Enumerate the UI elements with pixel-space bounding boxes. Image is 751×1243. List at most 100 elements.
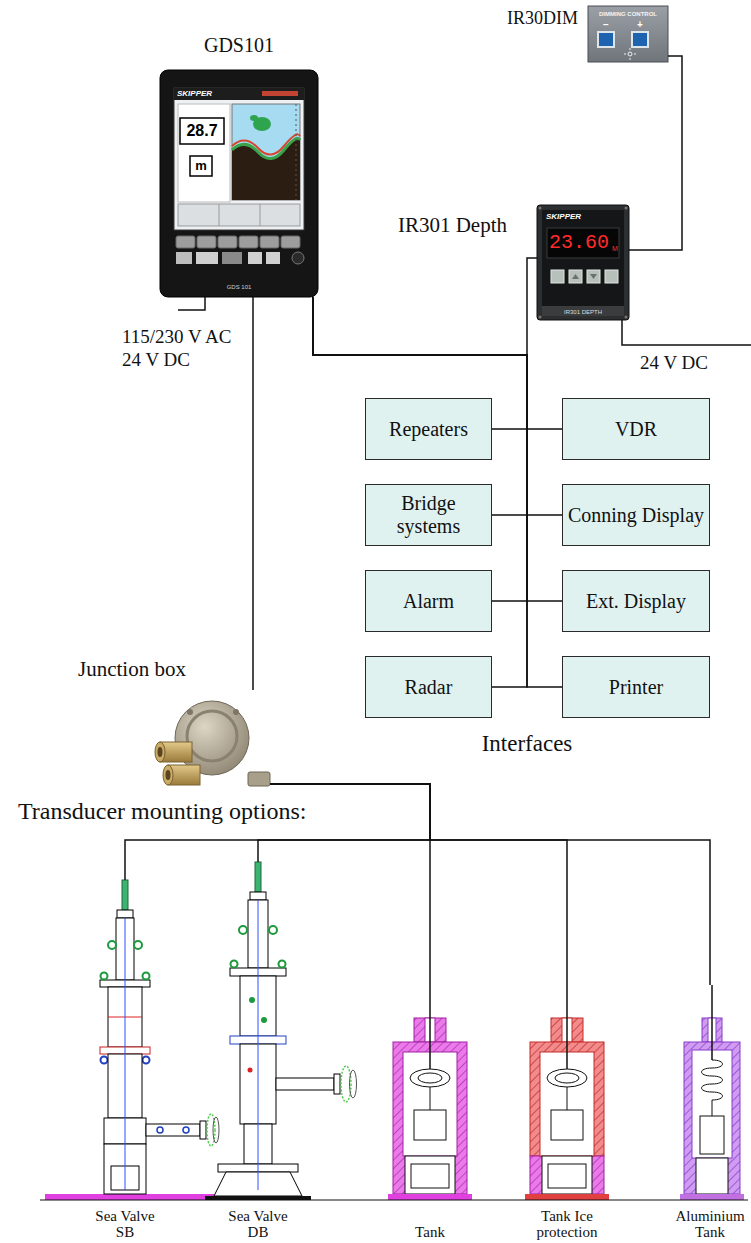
- aluminium-tank-mount-art: [700, 1116, 724, 1154]
- interface-box: VDR: [562, 398, 710, 460]
- brand-logo: SKIPPER: [546, 212, 581, 222]
- junction-box-art: [166, 770, 171, 780]
- device-label: IR30DIM: [507, 8, 578, 29]
- echo-sounder-art: [281, 236, 300, 248]
- power-wire: [178, 297, 751, 345]
- section-heading: Interfaces: [427, 731, 627, 757]
- interface-box: Radar: [365, 656, 492, 718]
- depth-repeater-art: [537, 205, 629, 320]
- device-label: IR301 Depth: [398, 213, 507, 237]
- depth-repeater-art: [547, 228, 619, 258]
- button-symbol: +: [632, 19, 648, 30]
- junction-box-art: [163, 765, 173, 785]
- echo-sounder-art: [232, 138, 300, 200]
- interface-box: Printer: [562, 656, 710, 718]
- mount-label: Aluminium Tank: [672, 1208, 748, 1240]
- model-plate: GDS 101: [160, 283, 318, 291]
- junction-box-art: [233, 709, 239, 715]
- sea-valve-sb-art: [183, 1127, 189, 1133]
- mount-label: Tank: [385, 1224, 475, 1240]
- sea-valve-db-art: [279, 961, 286, 968]
- sea-valve-db-art: [350, 1070, 357, 1098]
- power-label: 24 V DC: [640, 352, 708, 374]
- depth-readout: 23.60: [549, 231, 609, 255]
- depth-repeater-art: [569, 270, 582, 283]
- connector-line: [313, 297, 562, 515]
- echo-sounder-art: [160, 70, 318, 297]
- echo-sounder-art: [174, 88, 304, 230]
- dimmer-panel-art: [598, 32, 614, 47]
- power-label: 115/230 V AC: [122, 326, 231, 348]
- interface-name: Repeaters: [389, 418, 468, 441]
- echo-sounder-art: [196, 252, 218, 264]
- interface-name: Bridge systems: [376, 492, 481, 538]
- aluminium-tank-mount-art: [692, 1050, 732, 1158]
- sea-valve-sb-art: [117, 910, 133, 918]
- echo-sounder-art: [178, 204, 300, 226]
- depth-repeater-art: [625, 316, 628, 319]
- dimmer-panel-art: [624, 48, 636, 60]
- echo-sounder-art: [239, 236, 258, 248]
- interface-name: Radar: [405, 676, 453, 699]
- tank-mount-art: [429, 985, 431, 1069]
- transducer-mount: Sea Valve SB: [40, 880, 220, 1240]
- aluminium-tank-mount-art: [696, 1158, 728, 1194]
- depth-repeater-art: [539, 316, 542, 319]
- sea-valve-sb-art: [122, 880, 128, 910]
- depth-repeater-art: [551, 270, 564, 283]
- sea-valve-sb-art: [157, 1127, 163, 1133]
- sea-valve-db-art: [276, 1078, 334, 1090]
- echo-sounder-art: [160, 70, 318, 297]
- junction-box-art: [155, 701, 270, 786]
- junction-box-art: [155, 742, 165, 762]
- interface-box: Ext. Display: [562, 570, 710, 632]
- depth-repeater-art: [539, 207, 542, 210]
- sea-valve-db-art: [239, 926, 247, 934]
- ice-tank-mount-art: [548, 1164, 586, 1188]
- sea-valve-sb-art: [143, 973, 150, 980]
- interface-box: Bridge systems: [365, 484, 492, 546]
- sea-valve-sb-art: [125, 918, 126, 1190]
- tank-mount-art: [405, 1156, 455, 1194]
- sea-valve-db-art: [249, 997, 255, 1003]
- aluminium-tank-mount-art: [712, 1100, 713, 1116]
- ice-tank-mount-art: [530, 1156, 604, 1194]
- interface-name: VDR: [615, 418, 657, 441]
- echo-sounder-art: [232, 104, 300, 200]
- echo-sounder-display: GDS101SKIPPER28.7mGDS 101: [160, 70, 318, 297]
- echo-sounder-art: [190, 156, 212, 176]
- depth-repeater-art: [572, 274, 579, 279]
- sea-valve-db-art: [248, 1068, 253, 1073]
- junction-box-art: [158, 747, 163, 757]
- dimmer-panel-art: [588, 6, 668, 62]
- depth-repeater-art: [590, 274, 597, 279]
- sea-valve-db-art: [231, 961, 238, 968]
- unit-readout: m: [190, 156, 212, 176]
- echo-sounder-art: [219, 204, 220, 226]
- interface-name: Conning Display: [568, 504, 704, 527]
- power-wire: [622, 320, 751, 345]
- sea-valve-sb-art: [45, 880, 219, 1200]
- echo-sounder-art: [178, 104, 230, 202]
- connector-line: [313, 297, 562, 687]
- tank-mount-art: [388, 985, 472, 1200]
- ice-tank-mount-art: [567, 1087, 568, 1110]
- sea-valve-db-art: [258, 900, 259, 1190]
- echo-sounder-art: [180, 118, 224, 144]
- echo-sounder-art: [232, 138, 300, 158]
- echo-sounder-art: [176, 252, 192, 264]
- ice-tank-mount-art: [525, 1194, 609, 1200]
- aluminium-tank-mount-art: [711, 985, 713, 1060]
- echo-sounder-art: [197, 236, 216, 248]
- echo-sounder-art: [174, 88, 304, 100]
- depth-repeater-art: [605, 270, 618, 283]
- ice-tank-mount-art: [542, 1156, 592, 1194]
- junction-box: Junction box: [150, 690, 270, 790]
- junction-box-art: [187, 709, 193, 715]
- mount-label: Tank Ice protection: [522, 1208, 612, 1240]
- model-plate: IR301 DEPTH: [537, 308, 629, 316]
- ice-tank-mount-art: [547, 1069, 587, 1087]
- tank-mount-art: [411, 1164, 449, 1188]
- connector-line: [270, 784, 567, 985]
